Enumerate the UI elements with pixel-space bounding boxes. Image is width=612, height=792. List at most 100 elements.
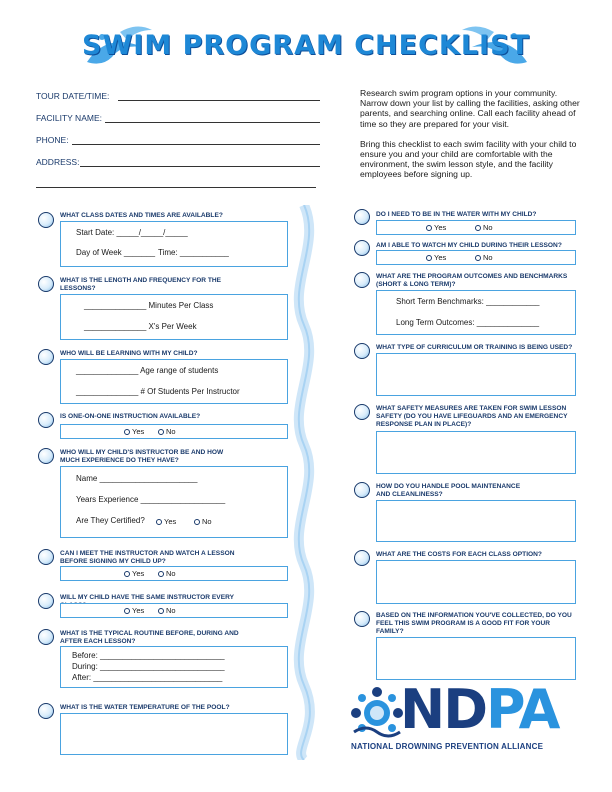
times-per-week-field[interactable]: ______________ X's Per Week — [84, 322, 197, 331]
yes-option[interactable]: Yes — [426, 253, 446, 262]
bubble-icon — [38, 448, 54, 464]
yes-label: Yes — [132, 569, 145, 578]
tour-date-field[interactable] — [118, 100, 320, 101]
no-label: No — [483, 223, 493, 232]
question-who-learning: WHO WILL BE LEARNING WITH MY CHILD? — [60, 350, 198, 357]
yes-label: Yes — [132, 606, 145, 615]
years-experience-field[interactable]: Years Experience ___________________ — [76, 495, 226, 504]
radio-icon — [124, 571, 130, 578]
ndpa-swimmers-logo-icon — [351, 687, 403, 738]
address-field[interactable] — [80, 166, 320, 167]
question-good-fit: BASED ON THE INFORMATION YOU'VE COLLECTE… — [376, 612, 572, 635]
answer-box-water-temperature[interactable] — [60, 713, 288, 755]
answer-box-length-frequency[interactable] — [60, 294, 288, 340]
after-field[interactable]: After: _____________________________ — [72, 673, 223, 682]
bubble-icon — [354, 272, 370, 288]
question-watch-child: AM I ABLE TO WATCH MY CHILD DURING THEIR… — [376, 242, 562, 249]
time-field[interactable]: Time: ___________ — [158, 248, 229, 257]
question-water-temperature: WHAT IS THE WATER TEMPERATURE OF THE POO… — [60, 704, 230, 711]
bubble-icon — [38, 549, 54, 565]
before-field[interactable]: Before: ____________________________ — [72, 651, 225, 660]
yes-label: Yes — [132, 427, 145, 436]
splash-right-decoration — [462, 26, 527, 64]
intro-paragraph-2: Bring this checklist to each swim facili… — [360, 138, 577, 180]
question-class-dates: WHAT CLASS DATES AND TIMES ARE AVAILABLE… — [60, 212, 223, 219]
answer-box-instructor[interactable] — [60, 466, 288, 538]
minutes-per-class-field[interactable]: ______________ Minutes Per Class — [84, 301, 214, 310]
bubble-icon — [354, 482, 370, 498]
intro-paragraph-1: Research swim program options in your co… — [360, 88, 580, 129]
answer-box-safety[interactable] — [376, 431, 576, 474]
yes-label: Yes — [434, 223, 447, 232]
answer-box-costs[interactable] — [376, 560, 576, 604]
yes-label: Yes — [164, 517, 177, 526]
answer-box-good-fit[interactable] — [376, 637, 576, 680]
question-curriculum: WHAT TYPE OF CURRICULUM OR TRAINING IS B… — [376, 344, 573, 351]
radio-icon — [426, 255, 432, 262]
yes-option[interactable]: Yes — [124, 569, 144, 578]
bubble-icon — [354, 550, 370, 566]
ndpa-logo-pa: PA — [486, 678, 560, 741]
radio-icon — [124, 608, 130, 615]
no-label: No — [483, 253, 493, 262]
yes-label: Yes — [434, 253, 447, 262]
yes-option[interactable]: Yes — [156, 517, 176, 526]
bubble-icon — [354, 240, 370, 256]
yes-option[interactable]: Yes — [124, 427, 144, 436]
phone-field[interactable] — [72, 144, 320, 145]
bubble-icon — [354, 209, 370, 225]
long-term-outcomes-field[interactable]: Long Term Outcomes: ______________ — [396, 318, 540, 327]
no-option[interactable]: No — [475, 223, 493, 232]
answer-box-class-dates[interactable] — [60, 221, 288, 267]
tour-date-label: TOUR DATE/TIME: — [36, 91, 110, 101]
question-typical-routine: WHAT IS THE TYPICAL ROUTINE BEFORE, DURI… — [60, 630, 239, 645]
radio-icon — [156, 519, 162, 526]
yes-option[interactable]: Yes — [124, 606, 144, 615]
address-field-line-2[interactable] — [36, 187, 316, 188]
intro-text: Research swim program options in your co… — [360, 88, 585, 190]
ndpa-logo-text: NDPA — [400, 683, 560, 737]
answer-box-who-learning[interactable] — [60, 359, 288, 404]
instructor-name-field[interactable]: Name ______________________ — [76, 474, 198, 483]
question-costs: WHAT ARE THE COSTS FOR EACH CLASS OPTION… — [376, 551, 542, 558]
radio-icon — [158, 429, 164, 436]
answer-box-typical-routine[interactable] — [60, 646, 288, 688]
bubble-icon — [354, 404, 370, 420]
ndpa-logo-subtitle: NATIONAL DROWNING PREVENTION ALLIANCE — [351, 742, 544, 751]
during-field[interactable]: During: ____________________________ — [72, 662, 225, 671]
short-term-benchmarks-field[interactable]: Short Term Benchmarks: ____________ — [396, 297, 540, 306]
ndpa-logo-nd: ND — [400, 678, 488, 741]
no-label: No — [166, 569, 176, 578]
facility-name-field[interactable] — [105, 122, 320, 123]
radio-icon — [194, 519, 200, 526]
radio-icon — [124, 429, 130, 436]
students-per-instructor-field[interactable]: ______________ # Of Students Per Instruc… — [76, 387, 240, 396]
no-label: No — [202, 517, 212, 526]
no-option[interactable]: No — [158, 427, 176, 436]
radio-icon — [475, 225, 481, 232]
answer-box-outcomes[interactable] — [376, 290, 576, 335]
certified-label: Are They Certified? — [76, 516, 145, 525]
splash-left-decoration — [87, 26, 152, 64]
no-option[interactable]: No — [158, 606, 176, 615]
question-length-frequency: WHAT IS THE LENGTH AND FREQUENCY FOR THE… — [60, 277, 222, 292]
day-of-week-field[interactable]: Day of Week _______ — [76, 248, 156, 257]
radio-icon — [426, 225, 432, 232]
bubble-icon — [38, 349, 54, 365]
start-date-field[interactable]: Start Date: _____/_____/_____ — [76, 228, 188, 237]
question-outcomes-benchmarks: WHAT ARE THE PROGRAM OUTCOMES AND BENCHM… — [376, 273, 568, 288]
yes-option[interactable]: Yes — [426, 223, 446, 232]
answer-box-same-instructor — [60, 603, 288, 618]
question-one-on-one: IS ONE-ON-ONE INSTRUCTION AVAILABLE? — [60, 413, 201, 420]
phone-label: PHONE: — [36, 135, 69, 145]
bubble-icon — [38, 212, 54, 228]
answer-box-curriculum[interactable] — [376, 353, 576, 396]
no-option[interactable]: No — [194, 517, 212, 526]
answer-box-pool-maintenance[interactable] — [376, 500, 576, 542]
no-option[interactable]: No — [158, 569, 176, 578]
no-option[interactable]: No — [475, 253, 493, 262]
question-in-water: DO I NEED TO BE IN THE WATER WITH MY CHI… — [376, 211, 537, 218]
age-range-field[interactable]: ______________ Age range of students — [76, 366, 219, 375]
radio-icon — [158, 608, 164, 615]
bubble-icon — [354, 611, 370, 627]
